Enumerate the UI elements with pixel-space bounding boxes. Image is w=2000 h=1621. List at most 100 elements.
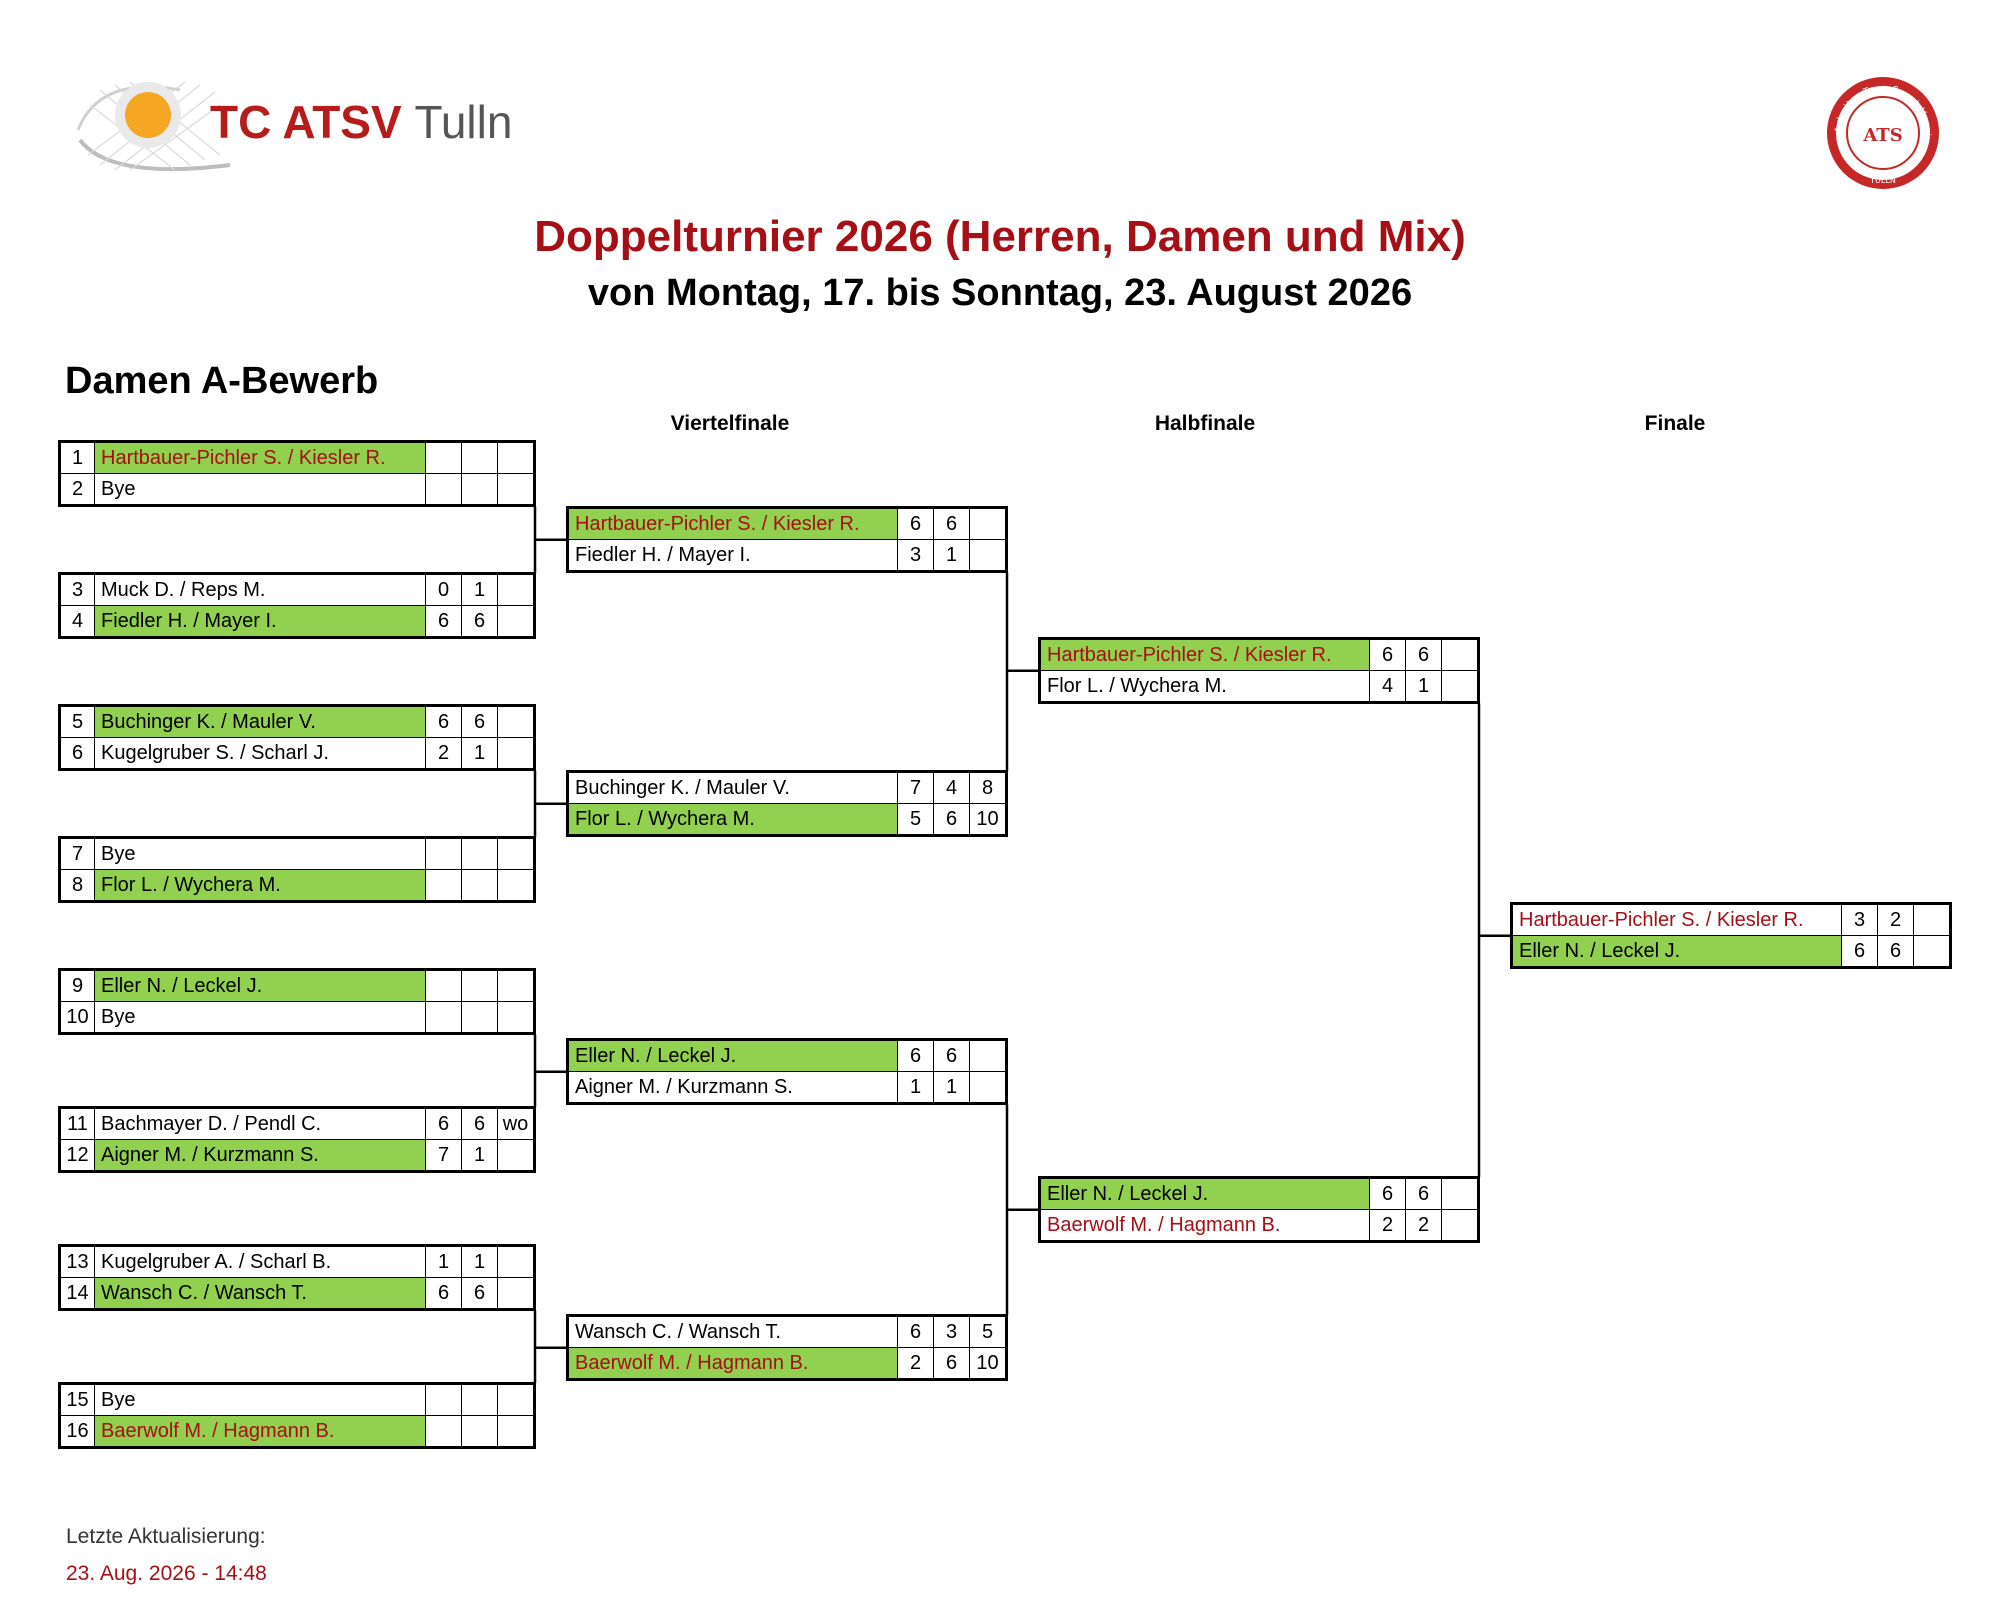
seed-number: 11 xyxy=(61,1109,95,1139)
seed-number: 7 xyxy=(61,839,95,869)
set-score: 6 xyxy=(461,606,497,636)
seal-monogram: ATS xyxy=(1862,125,1902,146)
set-score: 6 xyxy=(897,1041,933,1071)
team-name: Fiedler H. / Mayer I. xyxy=(575,544,751,566)
set-score xyxy=(425,870,461,900)
club-name: TC ATSV Tulln xyxy=(210,95,512,149)
set-score: 4 xyxy=(1369,671,1405,701)
round-heading-quarterfinal: Viertelfinale xyxy=(670,412,790,435)
team-name: Wansch C. / Wansch T. xyxy=(575,1321,781,1343)
seed-number: 1 xyxy=(61,443,95,473)
club-seal-icon: Arbeiter-Turn-Sport-Verein TULLN ATS xyxy=(1827,77,1939,189)
seal-bottom-text: TULLN xyxy=(1869,176,1896,185)
seed-number: 4 xyxy=(61,606,95,636)
last-updated-value: 23. Aug. 2026 - 14:48 xyxy=(66,1562,267,1585)
set-score: 6 xyxy=(461,707,497,737)
team-name: Hartbauer-Pichler S. / Kiesler R. xyxy=(569,509,897,539)
set-score xyxy=(497,443,533,473)
set-score xyxy=(969,1072,1005,1102)
set-score xyxy=(497,1002,533,1032)
set-score xyxy=(425,474,461,504)
team-name: Kugelgruber A. / Scharl B. xyxy=(101,1251,332,1273)
set-score: 0 xyxy=(425,575,461,605)
set-score: 1 xyxy=(461,1140,497,1170)
set-score xyxy=(497,870,533,900)
team-name: Aigner M. / Kurzmann S. xyxy=(95,1140,425,1170)
set-score: 3 xyxy=(1841,905,1877,935)
club-town: Tulln xyxy=(414,96,513,148)
team-name: Aigner M. / Kurzmann S. xyxy=(575,1076,793,1098)
set-score: 2 xyxy=(425,738,461,768)
team-name: Muck D. / Reps M. xyxy=(101,579,266,601)
set-score xyxy=(1441,640,1477,670)
set-score: 6 xyxy=(1369,1179,1405,1209)
set-score: 6 xyxy=(1369,640,1405,670)
seed-number: 8 xyxy=(61,870,95,900)
set-score xyxy=(461,870,497,900)
seed-number: 16 xyxy=(61,1416,95,1446)
page-title: Doppelturnier 2026 (Herren, Damen und Mi… xyxy=(534,212,1466,261)
seed-number: 6 xyxy=(61,738,95,768)
set-score xyxy=(461,474,497,504)
set-score: 6 xyxy=(933,509,969,539)
set-score: 6 xyxy=(1877,936,1913,966)
set-score xyxy=(461,1416,497,1446)
club-name-short: TC ATSV xyxy=(210,96,402,148)
set-score: 1 xyxy=(933,540,969,570)
set-score xyxy=(497,606,533,636)
club-seal: Arbeiter-Turn-Sport-Verein TULLN ATS xyxy=(1825,75,1941,191)
set-score xyxy=(425,443,461,473)
team-name: Eller N. / Leckel J. xyxy=(95,971,425,1001)
set-score: 6 xyxy=(461,1109,497,1139)
set-score: 6 xyxy=(1841,936,1877,966)
set-score: 6 xyxy=(425,707,461,737)
seed-number: 3 xyxy=(61,575,95,605)
set-score xyxy=(969,509,1005,539)
set-score xyxy=(1441,671,1477,701)
seed-number: 15 xyxy=(61,1385,95,1415)
set-score: 3 xyxy=(897,540,933,570)
set-score xyxy=(497,575,533,605)
set-score xyxy=(497,738,533,768)
set-score: 1 xyxy=(461,1247,497,1277)
set-score xyxy=(1913,936,1949,966)
round-heading-semifinal: Halbfinale xyxy=(1154,412,1256,435)
team-name: Eller N. / Leckel J. xyxy=(1513,936,1841,966)
team-name: Flor L. / Wychera M. xyxy=(1047,675,1227,697)
set-score: 1 xyxy=(897,1072,933,1102)
set-score xyxy=(461,971,497,1001)
seed-number: 9 xyxy=(61,971,95,1001)
round-heading-final: Finale xyxy=(1644,412,1706,435)
team-name: Flor L. / Wychera M. xyxy=(95,870,425,900)
set-score: 6 xyxy=(1405,1179,1441,1209)
set-score xyxy=(1913,905,1949,935)
set-score: 10 xyxy=(969,804,1005,834)
set-score xyxy=(497,1416,533,1446)
club-logo: TC ATSV Tulln xyxy=(70,70,540,180)
team-name: Bye xyxy=(101,478,136,500)
team-name: Buchinger K. / Mauler V. xyxy=(575,777,790,799)
last-updated-label: Letzte Aktualisierung: xyxy=(66,1525,266,1548)
